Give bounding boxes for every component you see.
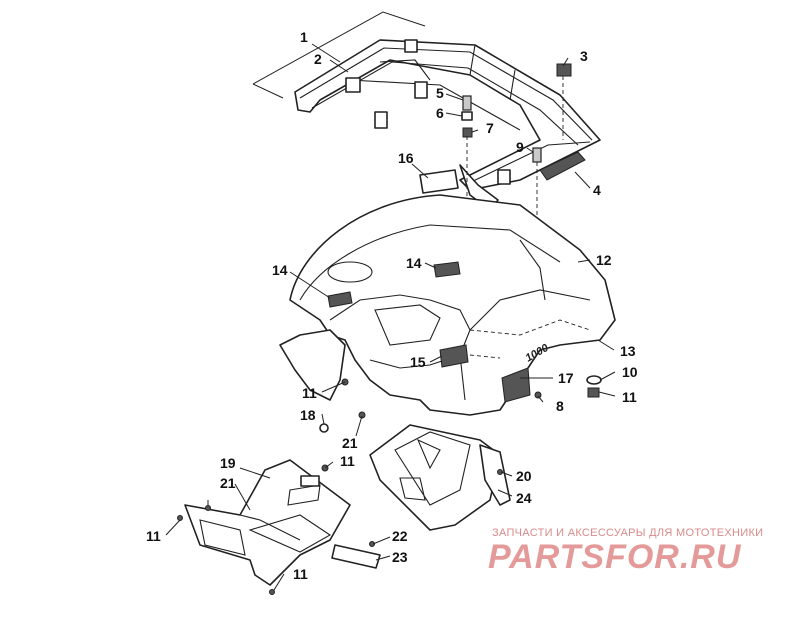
decals: 1000 bbox=[327, 261, 551, 403]
callout-14-center: 14 bbox=[406, 255, 422, 271]
watermark-logo: PARTSFOR.RU bbox=[488, 538, 742, 576]
callout-13: 13 bbox=[620, 343, 636, 359]
callout-17: 17 bbox=[558, 370, 574, 386]
hidden-outline bbox=[469, 319, 591, 359]
right-footwell bbox=[369, 424, 511, 531]
callout-8: 8 bbox=[556, 398, 564, 414]
callout-5: 5 bbox=[436, 85, 444, 101]
callout-3: 3 bbox=[580, 48, 588, 64]
fasteners bbox=[319, 375, 602, 433]
leader-lines bbox=[165, 43, 616, 591]
callout-20: 20 bbox=[516, 468, 532, 484]
callout-11-footwell-left: 11 bbox=[146, 528, 161, 544]
callout-6: 6 bbox=[436, 105, 444, 121]
callout-9: 9 bbox=[516, 139, 524, 155]
left-mudguard bbox=[279, 329, 346, 401]
callout-15: 15 bbox=[410, 354, 426, 370]
callout-21-fender: 21 bbox=[342, 435, 358, 451]
callout-labels: 1 2 3 4 5 6 7 8 9 10 11 11 11 11 11 12 1… bbox=[146, 29, 638, 582]
rear-rack bbox=[294, 39, 601, 211]
callout-11-footwell-top: 11 bbox=[340, 453, 355, 469]
callout-16: 16 bbox=[398, 150, 414, 166]
callout-11-footwell-bottom: 11 bbox=[293, 566, 308, 582]
callout-22: 22 bbox=[392, 528, 408, 544]
callout-11-fender: 11 bbox=[302, 385, 317, 401]
callout-10: 10 bbox=[622, 364, 638, 380]
rack-decal bbox=[539, 151, 586, 181]
brackets bbox=[300, 464, 381, 569]
callout-21-footwell: 21 bbox=[220, 475, 236, 491]
left-footwell bbox=[177, 459, 351, 595]
callout-24: 24 bbox=[516, 490, 532, 506]
callout-1: 1 bbox=[300, 29, 308, 45]
callout-7: 7 bbox=[486, 120, 494, 136]
callout-14-left: 14 bbox=[272, 262, 288, 278]
callout-2: 2 bbox=[314, 51, 322, 67]
callout-18: 18 bbox=[300, 407, 316, 423]
callout-4: 4 bbox=[593, 182, 601, 198]
rack-group-bracket bbox=[252, 11, 426, 99]
callout-12: 12 bbox=[596, 252, 612, 268]
decal-16 bbox=[419, 169, 459, 194]
callout-23: 23 bbox=[392, 549, 408, 565]
callout-19: 19 bbox=[220, 455, 236, 471]
watermark-tagline: ЗАПЧАСТИ И АКСЕССУАРЫ ДЛЯ МОТОТЕХНИКИ bbox=[492, 527, 764, 539]
callout-11-right: 11 bbox=[622, 389, 637, 405]
